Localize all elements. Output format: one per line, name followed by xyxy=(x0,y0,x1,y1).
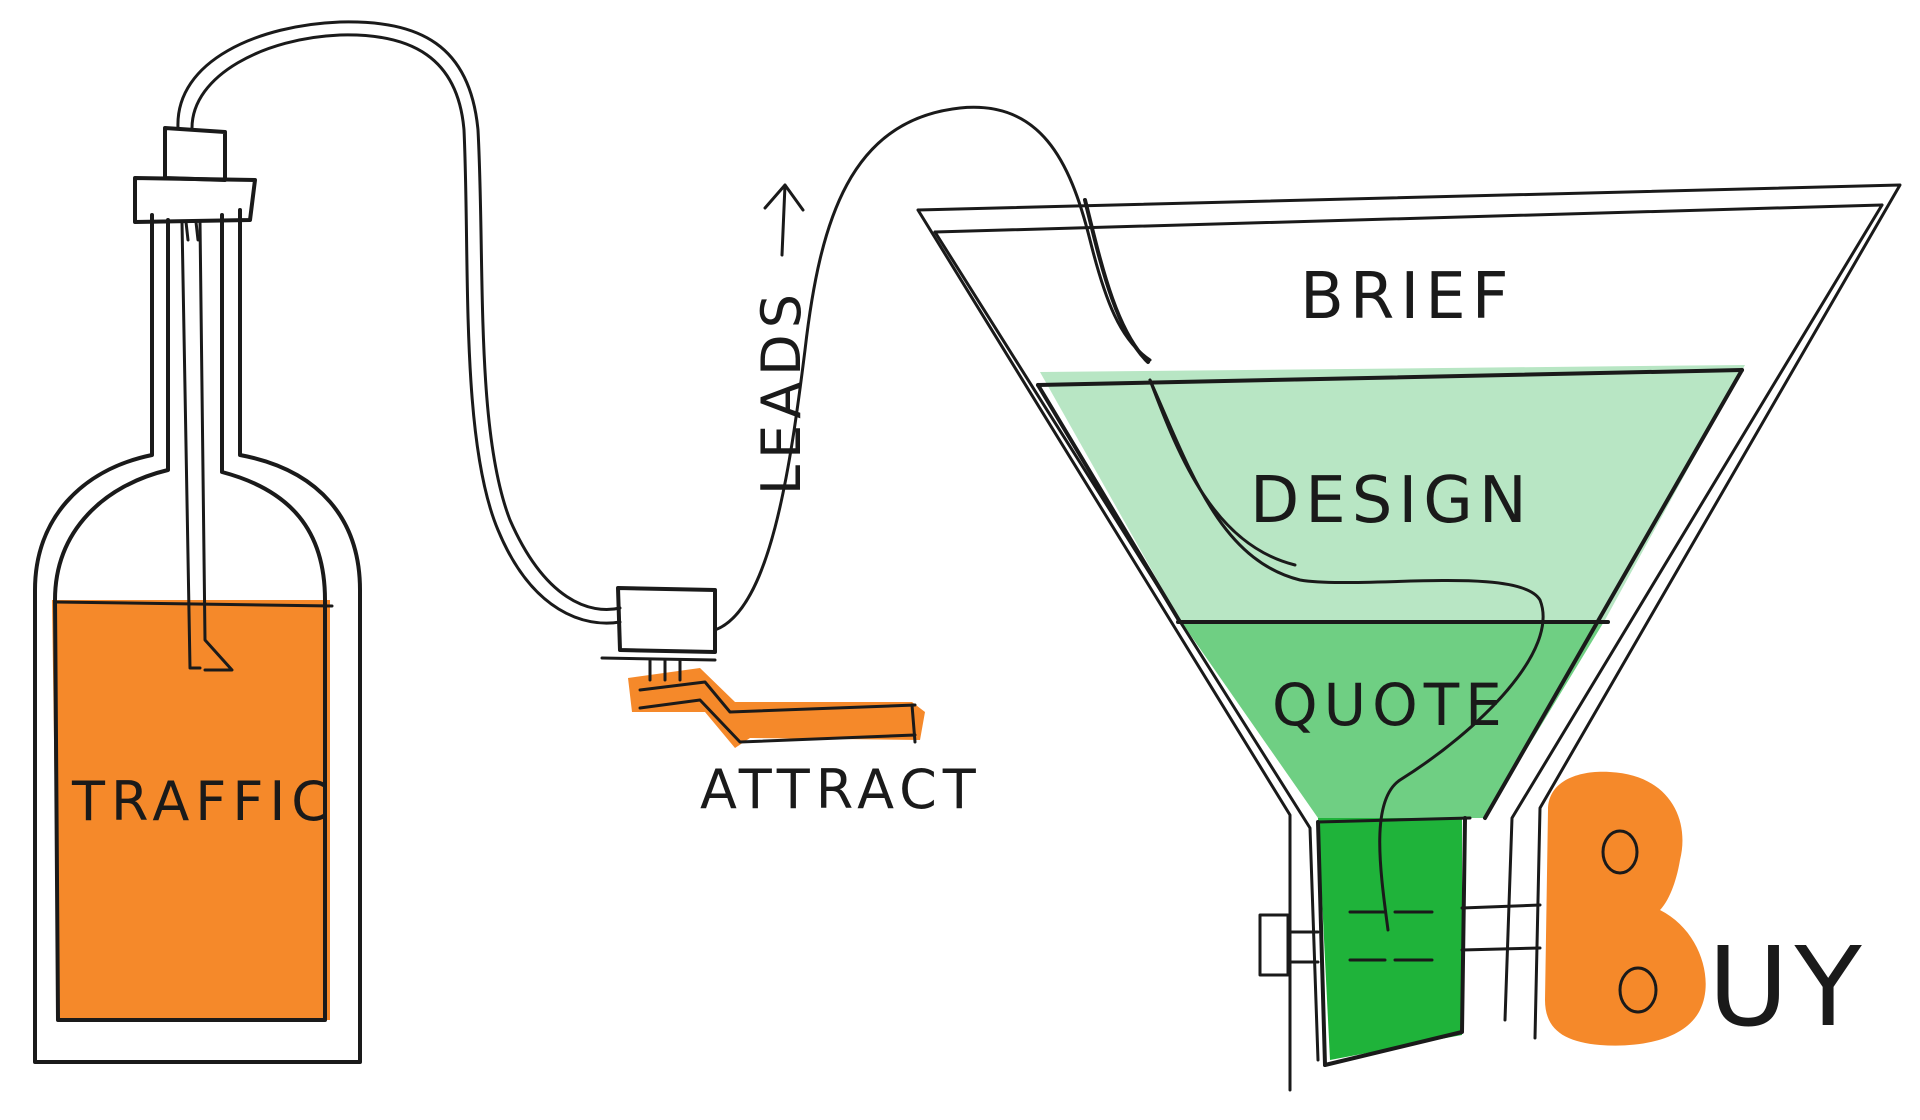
funnel xyxy=(916,183,1902,1092)
spout-dashes xyxy=(1348,910,1434,962)
traffic-label: TRAFFIC xyxy=(71,770,335,833)
leads-wire xyxy=(713,105,1152,632)
bottle-inner-outline xyxy=(53,213,327,1022)
right-connector xyxy=(1460,903,1542,952)
leads-wire-bold xyxy=(1083,198,1150,364)
buy-label: UY xyxy=(1708,923,1868,1051)
funnel-inner-left xyxy=(933,230,1320,1062)
design-top-line xyxy=(1036,368,1744,387)
spout-fill xyxy=(1318,818,1462,1060)
tap-valve-left xyxy=(648,658,682,682)
attract-spout-fill xyxy=(628,668,925,748)
spout-right xyxy=(1323,816,1467,1067)
tap-spout-top xyxy=(638,680,917,714)
funnel-inner-wire xyxy=(1148,378,1545,932)
attract-tap xyxy=(600,586,925,748)
buy-b-hole-bottom xyxy=(1618,966,1658,1014)
design-label: DESIGN xyxy=(1250,464,1533,538)
hose-inner xyxy=(190,33,622,625)
leads-arrow xyxy=(763,183,805,257)
spout-left xyxy=(1316,820,1327,1067)
attract-label: ATTRACT xyxy=(700,758,982,821)
traffic-liquid-line xyxy=(53,600,334,608)
tap-body xyxy=(616,586,717,654)
traffic-bottle xyxy=(33,126,362,1064)
quote-stage-fill xyxy=(1180,620,1605,818)
buy-b-shape xyxy=(1545,771,1706,1046)
bottle-tube-inner-left xyxy=(180,220,202,670)
design-right-edge xyxy=(1483,368,1744,820)
design-left-edge xyxy=(1036,383,1182,624)
leads-wire-line xyxy=(713,105,1152,632)
quote-label: QUOTE xyxy=(1272,671,1508,739)
leads-label: LEADS xyxy=(750,288,813,495)
hose-outer xyxy=(176,20,622,612)
funnel-inner-wire-2 xyxy=(1148,378,1297,567)
traffic-fill xyxy=(52,600,330,1020)
buy-b-fill xyxy=(1545,771,1706,1046)
bottle-outer-outline xyxy=(33,208,362,1064)
spout-top-line xyxy=(1316,816,1472,824)
funnel-inner-right xyxy=(1503,203,1884,1022)
tap-base xyxy=(600,656,717,662)
bottle-cap-top xyxy=(163,126,227,182)
tap-spout-bottom xyxy=(638,698,917,744)
bottle-cap-collar xyxy=(133,176,257,224)
bottle-tube-inner-right xyxy=(198,220,234,672)
buy-b-hole-top xyxy=(1601,829,1639,875)
funnel-outer xyxy=(916,183,1902,1092)
brief-label: BRIEF xyxy=(1300,260,1515,334)
design-stage-fill xyxy=(1040,365,1745,620)
hose xyxy=(176,20,622,625)
left-connector xyxy=(1258,913,1320,977)
funnel-top-inner xyxy=(933,203,1884,234)
bottle-tube-neck xyxy=(184,220,200,242)
tap-spout-end xyxy=(910,703,917,744)
